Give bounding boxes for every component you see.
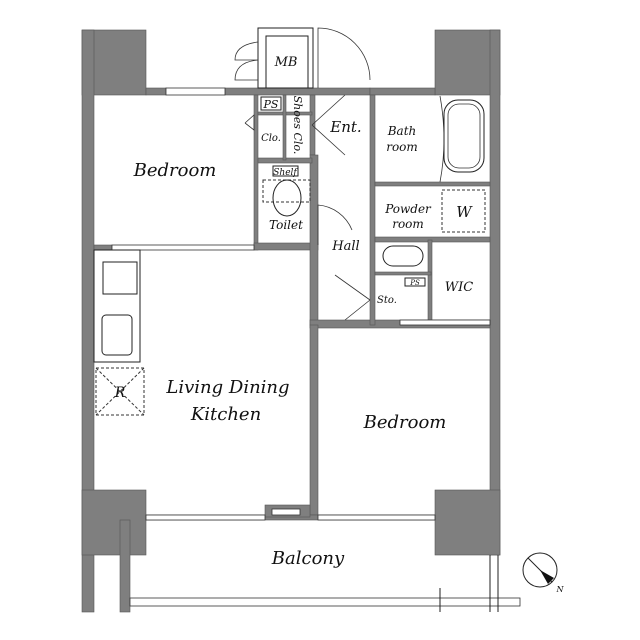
walls [81, 29, 501, 613]
label-balcony: Balcony [271, 548, 345, 569]
label-wic: WIC [445, 280, 473, 295]
label-shelf: Shelf [273, 168, 298, 178]
label-closet: Clo. [261, 133, 281, 144]
kitchen-counter [93, 249, 141, 363]
label-ldk-1: Living Dining [165, 377, 289, 398]
balcony-rail [129, 555, 521, 612]
toilet-fixture [262, 165, 311, 217]
washer-space [441, 189, 486, 233]
ps-box-small [404, 277, 426, 287]
label-ldk-2: Kitchen [190, 404, 261, 425]
label-ps-top: PS [263, 98, 279, 111]
label-storage: Sto. [377, 295, 397, 306]
north-arrow-icon: N [522, 552, 565, 594]
label-bathroom-2: room [386, 140, 418, 154]
stove-icon [102, 261, 138, 295]
bathtub [443, 99, 485, 173]
sink-icon [101, 314, 133, 356]
label-powder-2: room [392, 217, 424, 231]
label-bedroom-left: Bedroom [133, 160, 217, 181]
label-bedroom-right: Bedroom [363, 412, 447, 433]
label-shoes-closet: Shoes Clo. [291, 96, 304, 155]
label-refrigerator: R [114, 385, 126, 401]
ps-box-top [260, 96, 282, 111]
label-entrance: Ent. [329, 118, 361, 136]
washbasin [382, 245, 424, 267]
compass-n-label: N [556, 585, 565, 594]
windows [111, 87, 491, 521]
label-ps-small: PS [409, 279, 420, 287]
label-hall: Hall [331, 239, 359, 254]
meter-box [234, 27, 371, 89]
label-bathroom-1: Bath [387, 124, 417, 138]
label-toilet: Toilet [269, 218, 303, 232]
refrigerator-space [95, 367, 145, 416]
label-powder-1: Powder [384, 202, 432, 216]
label-mb: MB [274, 55, 298, 70]
label-washer: W [456, 203, 473, 221]
